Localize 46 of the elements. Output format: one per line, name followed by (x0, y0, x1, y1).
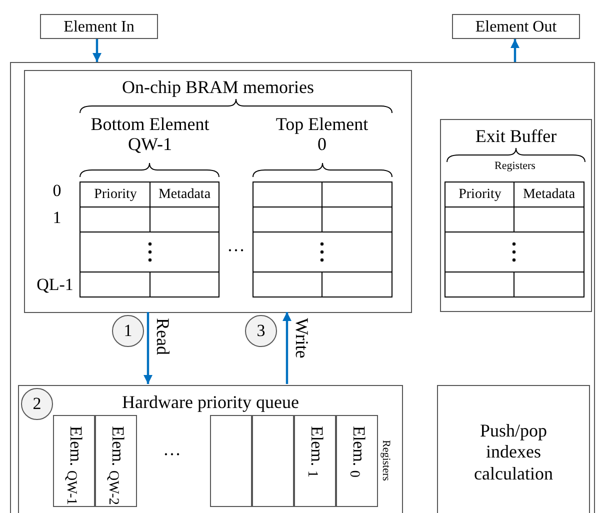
step-circle (21, 388, 53, 420)
edge-label: Read (152, 318, 172, 355)
process-box (437, 385, 590, 513)
ellipsis: … (226, 236, 246, 256)
caption-text: Registers (379, 438, 394, 482)
arrow (510, 39, 520, 62)
register-cell (336, 415, 378, 507)
column-heading: Top Element (274, 116, 370, 134)
node-label: Push/pop indexes calculation (473, 420, 554, 485)
arrow (144, 312, 152, 384)
block-title: Hardware priority queue (122, 392, 299, 414)
edge-label: Write (291, 318, 311, 358)
queue-block (18, 385, 403, 513)
table-header: Metadata (522, 186, 576, 204)
memory-block (24, 70, 412, 313)
table-header: Metadata (157, 186, 212, 204)
node-label: Element Out (474, 16, 558, 36)
arrow (92, 39, 102, 62)
step-circle (245, 315, 277, 347)
register-cell (95, 415, 137, 507)
container-box (10, 62, 595, 513)
node-label: Element In (62, 16, 136, 36)
ellipsis: … (162, 440, 182, 460)
process-box (40, 14, 158, 39)
process-box (452, 14, 580, 39)
column-heading: QW-1 (127, 136, 173, 154)
row-number: 0 (52, 181, 62, 201)
arrow (282, 312, 292, 384)
register-cell (53, 415, 95, 507)
column-heading: 0 (316, 136, 328, 154)
register-cell (252, 415, 294, 507)
column-heading: Bottom Element (90, 116, 210, 134)
step-number: 2 (32, 394, 42, 414)
register-cell (210, 415, 252, 507)
row-number: 1 (52, 208, 62, 228)
block-title: On-chip BRAM memories (122, 77, 314, 99)
step-number: 1 (122, 320, 134, 342)
buffer-block (440, 119, 592, 312)
block-title: Exit Buffer (475, 126, 557, 148)
caption-text: Registers (494, 159, 536, 173)
table-header: Priority (93, 186, 138, 204)
step-number: 3 (256, 320, 266, 342)
step-circle (112, 315, 144, 347)
row-number: QL-1 (36, 275, 74, 295)
register-cell (294, 415, 336, 507)
table-header: Priority (458, 186, 502, 204)
